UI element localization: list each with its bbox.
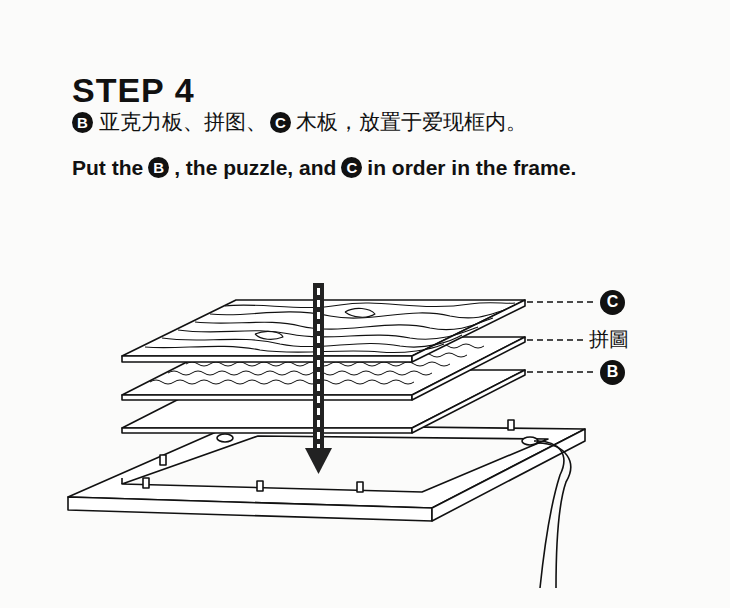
callout-letter: B bbox=[607, 364, 619, 380]
down-arrow bbox=[305, 283, 332, 474]
instruction-text: in order in the frame. bbox=[367, 155, 576, 180]
instruction-text: , the puzzle, and bbox=[174, 155, 336, 180]
callout-letter: C bbox=[346, 160, 357, 175]
circled-letter: C bbox=[600, 290, 625, 315]
circled-letter: B bbox=[72, 112, 93, 133]
instruction-text: 亚克力板、拼图、 bbox=[99, 110, 267, 135]
circled-letter: C bbox=[270, 112, 291, 133]
callout-letter: B bbox=[153, 160, 164, 175]
instruction-text: 木板，放置于爱现框内。 bbox=[296, 110, 527, 135]
circled-letter: B bbox=[600, 360, 625, 385]
picture-frame bbox=[68, 418, 585, 588]
part-label: 拼圖 bbox=[589, 327, 629, 351]
callout-letter: B bbox=[77, 115, 88, 130]
step-title: STEP 4 bbox=[72, 70, 195, 111]
circled-letter: B bbox=[148, 157, 169, 178]
instruction-text: Put the bbox=[72, 155, 143, 180]
callout-letter: C bbox=[275, 115, 286, 130]
callout-letter: C bbox=[607, 294, 619, 310]
leader-line bbox=[527, 302, 594, 372]
circled-letter: C bbox=[341, 157, 362, 178]
